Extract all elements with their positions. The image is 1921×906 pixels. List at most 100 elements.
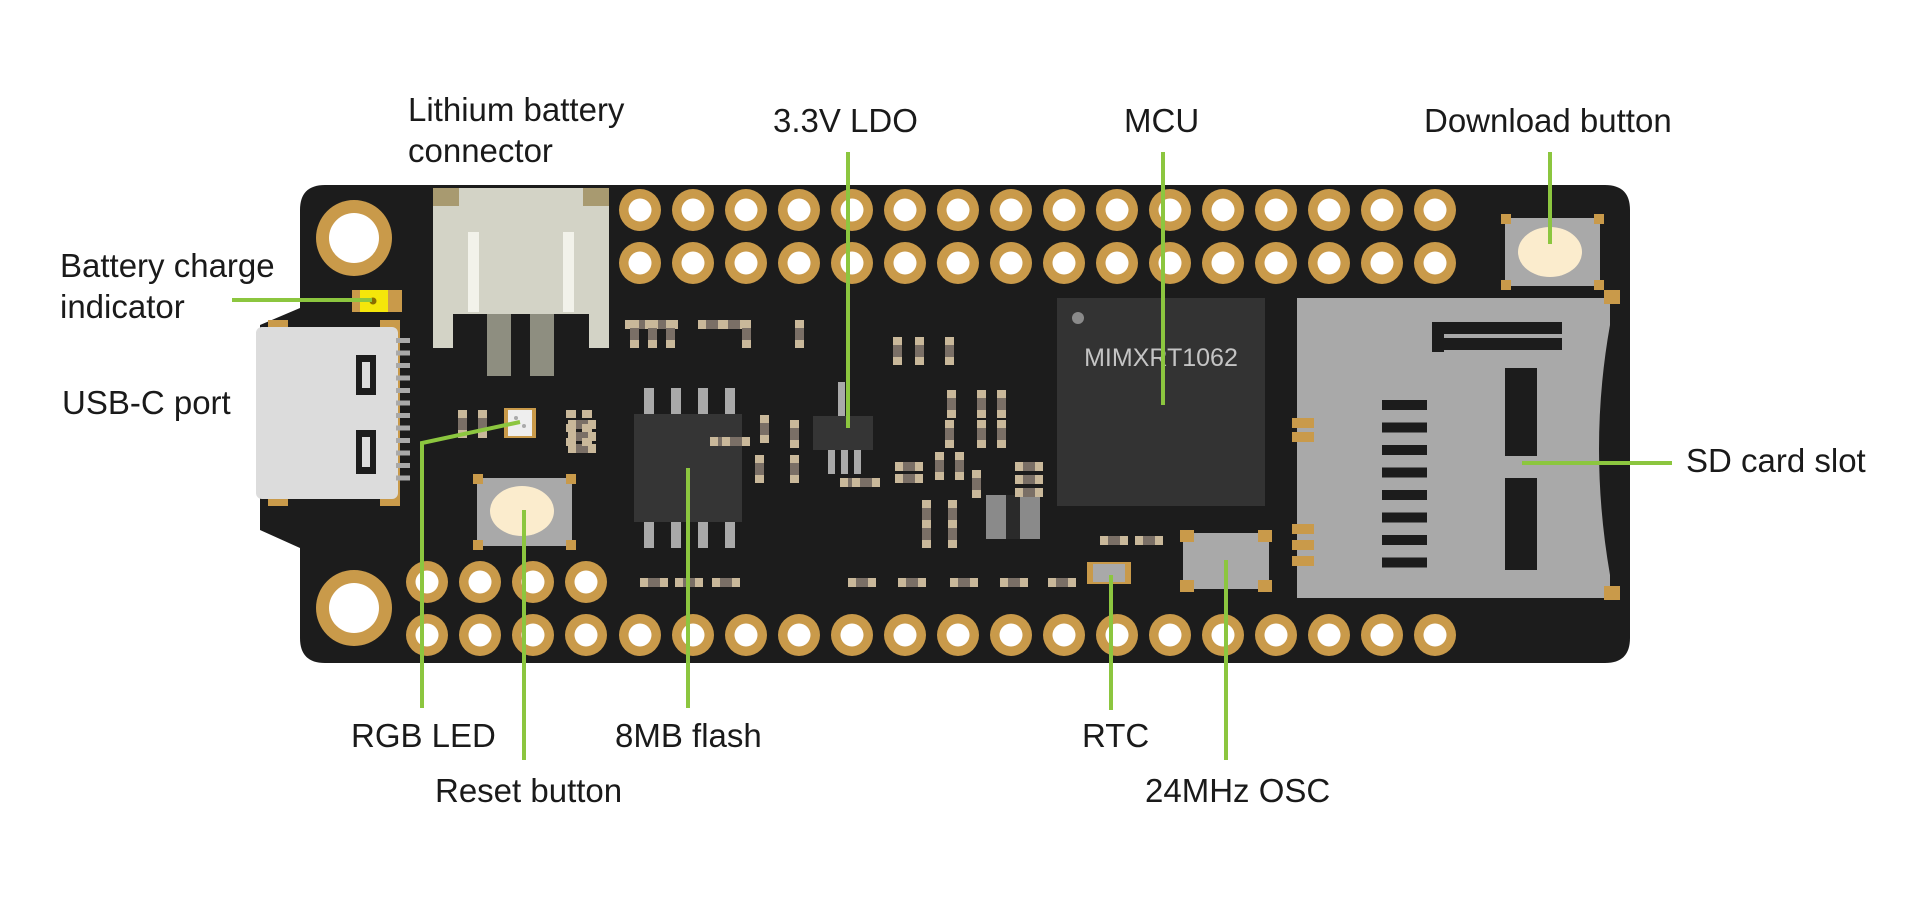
usb-pin	[396, 475, 410, 481]
usb-c-pins	[396, 338, 410, 481]
header-pins-bottom	[406, 561, 1456, 656]
smd-pad	[582, 424, 592, 432]
smd-pad	[582, 438, 592, 446]
smd-capacitor	[997, 420, 1006, 448]
header-pad	[778, 189, 820, 231]
smd-capacitor	[790, 455, 799, 483]
header-pad	[565, 561, 607, 603]
usb-pin	[396, 400, 410, 406]
smd-capacitor	[648, 320, 657, 348]
smd-resistor	[568, 444, 596, 453]
header-pad	[778, 242, 820, 284]
smd-resistor	[712, 578, 740, 587]
smd-resistor	[1000, 578, 1028, 587]
header-pad	[1361, 242, 1403, 284]
smd-resistor	[898, 578, 926, 587]
header-pad	[672, 189, 714, 231]
header-pad	[990, 614, 1032, 656]
smd-capacitor	[945, 420, 954, 448]
label-reset-button: Reset button	[435, 772, 623, 809]
header-pad	[990, 189, 1032, 231]
smd-capacitor	[947, 390, 956, 418]
smd-resistor	[1015, 475, 1043, 484]
header-pad	[1361, 189, 1403, 231]
label-rtc: RTC	[1082, 717, 1150, 754]
header-pad	[990, 242, 1032, 284]
header-pad	[459, 614, 501, 656]
header-pad	[1149, 614, 1191, 656]
sd-contact	[1382, 557, 1427, 568]
header-pad	[1308, 614, 1350, 656]
header-pad	[1043, 242, 1085, 284]
header-pad	[512, 561, 554, 603]
sd-contact	[1382, 490, 1427, 500]
leader-lines	[232, 152, 1672, 760]
smd-resistor	[852, 478, 880, 487]
usb-c-port	[256, 320, 410, 506]
smd-capacitor	[666, 320, 675, 348]
smd-pad	[566, 424, 576, 432]
sd-contact	[1382, 535, 1427, 545]
smd-capacitor	[795, 320, 804, 348]
usb-pin	[396, 363, 410, 368]
smd-capacitor	[742, 320, 751, 348]
smd-capacitor	[760, 415, 769, 443]
reset-button	[473, 474, 576, 550]
sd-contact	[1382, 467, 1427, 478]
smd-capacitor	[935, 452, 944, 480]
usb-pin	[396, 413, 410, 418]
header-pad	[937, 614, 979, 656]
label-battery-connector-line1: Lithium battery	[408, 91, 625, 128]
header-pad	[1255, 614, 1297, 656]
smd-capacitor	[893, 337, 902, 365]
header-pad	[1255, 242, 1297, 284]
header-pad	[1202, 189, 1244, 231]
smd-resistor	[848, 578, 876, 587]
sd-contact	[1382, 400, 1427, 410]
header-pad	[1202, 242, 1244, 284]
smd-resistor	[568, 432, 596, 441]
label-battery-connector-line2: connector	[408, 132, 553, 169]
usb-pin	[396, 338, 410, 343]
label-usb-port: USB-C port	[62, 384, 231, 421]
header-pad	[1149, 242, 1191, 284]
header-pad	[672, 614, 714, 656]
header-pad	[1308, 189, 1350, 231]
header-pad	[725, 614, 767, 656]
header-pad	[619, 242, 661, 284]
header-pad	[406, 614, 448, 656]
label-oscillator: 24MHz OSC	[1145, 772, 1331, 809]
smd-resistor	[1015, 488, 1043, 497]
header-pad	[459, 561, 501, 603]
header-pad	[1096, 614, 1138, 656]
charge-led	[352, 290, 402, 312]
smd-pad	[566, 438, 576, 446]
smd-capacitor	[972, 470, 981, 498]
ldo-regulator	[813, 382, 873, 474]
sd-contact	[1382, 445, 1427, 455]
sd-contact	[1382, 422, 1427, 433]
smd-capacitor	[922, 520, 931, 548]
header-pad	[831, 614, 873, 656]
battery-connector	[433, 188, 609, 376]
smd-pad	[566, 410, 576, 418]
header-pad	[619, 614, 661, 656]
inductor	[986, 495, 1040, 539]
label-rgb-led: RGB LED	[351, 717, 496, 754]
label-sd-slot: SD card slot	[1686, 442, 1866, 479]
smd-capacitor	[997, 390, 1006, 418]
smd-capacitor	[945, 337, 954, 365]
label-flash: 8MB flash	[615, 717, 762, 754]
smd-capacitor	[977, 390, 986, 418]
header-pad	[831, 189, 873, 231]
header-pad	[1361, 614, 1403, 656]
smd-resistor	[895, 474, 923, 483]
smd-resistor	[1100, 536, 1128, 545]
label-charge-indicator-line1: Battery charge	[60, 247, 275, 284]
header-pad	[884, 242, 926, 284]
label-mcu: MCU	[1124, 102, 1200, 139]
usb-pin	[396, 375, 410, 381]
header-pad	[1414, 189, 1456, 231]
